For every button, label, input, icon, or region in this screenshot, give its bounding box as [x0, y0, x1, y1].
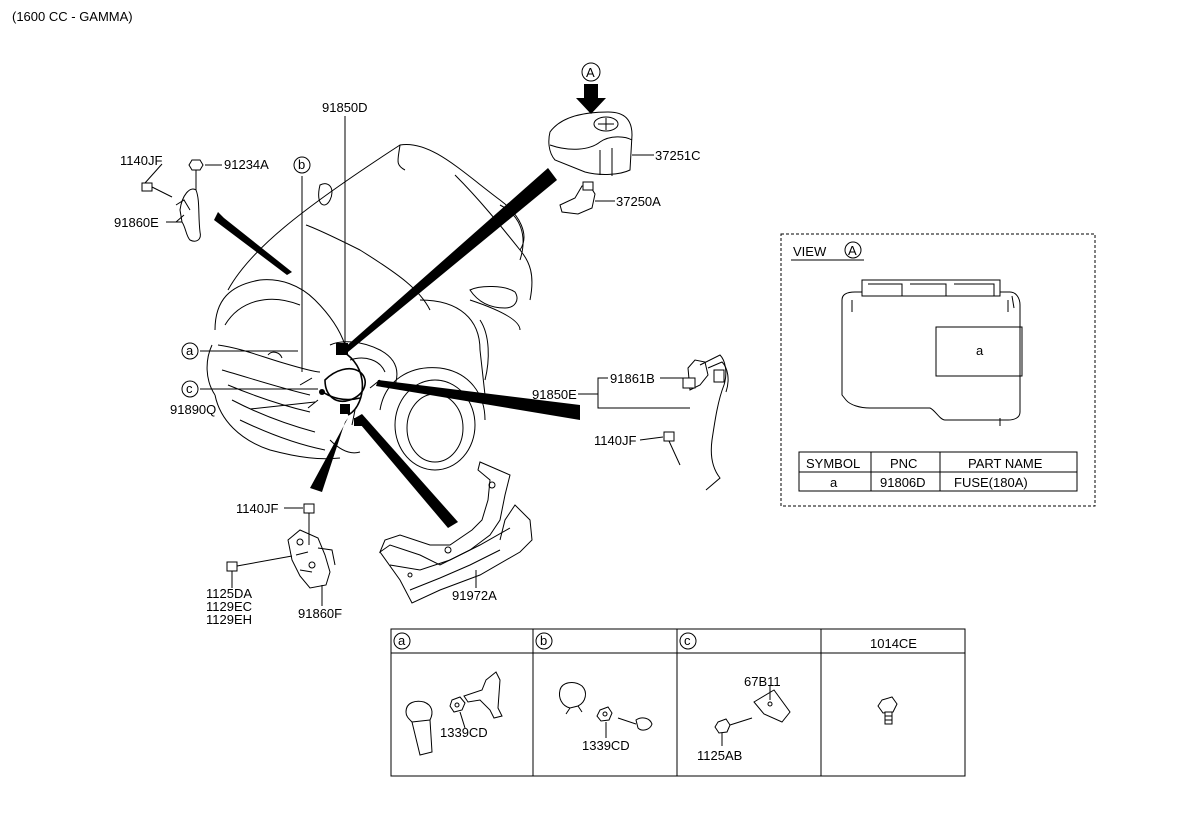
callout-b: b — [293, 156, 311, 174]
table-header-symbol: SYMBOL — [806, 456, 860, 471]
view-title: VIEW — [793, 244, 827, 259]
leader-1140JF-right — [639, 436, 664, 441]
leader-wedges — [214, 168, 580, 528]
table-cell-pnc: 91806D — [880, 475, 926, 490]
label-1140JF-bottom: 1140JF — [236, 501, 278, 516]
detail-b-clip-icon — [559, 682, 586, 715]
leader-1140JF-top — [144, 163, 163, 184]
detail-c-part2: 1125AB — [697, 748, 742, 763]
fuse-a-symbol: a — [976, 343, 984, 358]
detail-header-1014CE: 1014CE — [870, 636, 917, 651]
svg-text:c: c — [186, 381, 193, 396]
callout-a: a — [181, 342, 199, 360]
detail-a-bracket-icon — [449, 671, 503, 719]
view-a-panel: VIEW A a SYMBOL PNC PART NAME a 91806D F… — [780, 233, 1096, 507]
label-91860F: 91860F — [298, 606, 342, 621]
svg-text:b: b — [298, 157, 305, 172]
callout-A: A — [581, 62, 601, 82]
label-1140JF-right: 1140JF — [594, 433, 636, 448]
bolt-1140JF-top-icon — [141, 182, 173, 198]
label-91234A: 91234A — [224, 157, 269, 172]
bolt-1140JF-bottom-icon — [303, 503, 315, 545]
label-91850D: 91850D — [322, 100, 368, 115]
fuse-box-cover-37251C — [548, 111, 633, 176]
label-37250A: 37250A — [616, 194, 661, 209]
bracket-91860F — [287, 529, 336, 589]
view-marker: A — [848, 243, 857, 258]
detail-a-grommet-icon — [405, 700, 433, 756]
detail-header-b: b — [540, 633, 547, 648]
bracket-91850E — [578, 377, 690, 409]
label-91860E: 91860E — [114, 215, 159, 230]
table-cell-part-name: FUSE(180A) — [954, 475, 1028, 490]
svg-text:a: a — [186, 343, 194, 358]
label-1140JF-top: 1140JF — [120, 153, 162, 168]
detail-header-c: c — [684, 633, 691, 648]
leader-detail-a — [459, 711, 466, 729]
bolt-1140JF-right-icon — [663, 431, 681, 466]
table-header-pnc: PNC — [890, 456, 917, 471]
label-1129EH: 1129EH — [206, 612, 252, 627]
detail-table: a b c 1014CE 1339CD 1 — [390, 628, 966, 777]
bracket-91860E — [175, 170, 201, 242]
front-member-91972A — [378, 461, 533, 604]
detail-c-part1: 67B11 — [744, 674, 781, 689]
svg-text:A: A — [586, 65, 595, 80]
label-37251C: 37251C — [655, 148, 701, 163]
view-arrow-icon — [576, 84, 606, 114]
detail-b-stud-icon — [617, 717, 653, 731]
label-91972A: 91972A — [452, 588, 497, 603]
fuse-a-slot — [935, 326, 1023, 377]
leader-91890Q — [249, 401, 316, 410]
bolt-1125DA-icon — [226, 555, 293, 572]
detail-b-part: 1339CD — [582, 738, 630, 753]
fuse-block-top-view — [841, 279, 1021, 426]
view-marker-circle — [844, 241, 862, 259]
detail-a-part: 1339CD — [440, 725, 488, 740]
bolt-91234A-icon — [188, 159, 204, 171]
car-front-illustration — [206, 143, 533, 471]
callout-c: c — [181, 380, 199, 398]
engine-label: (1600 CC - GAMMA) — [12, 9, 133, 24]
detail-c-bracket-icon — [753, 689, 791, 723]
view-parts-table: SYMBOL PNC PART NAME a 91806D FUSE(180A) — [798, 451, 1078, 492]
table-cell-symbol: a — [830, 475, 838, 490]
label-91861B: 91861B — [610, 371, 655, 386]
battery-cable-91850E — [682, 354, 729, 491]
table-header-part-name: PART NAME — [968, 456, 1043, 471]
label-91890Q: 91890Q — [170, 402, 216, 417]
wiring-harness-cluster — [299, 343, 381, 426]
detail-1014CE-bolt-icon — [877, 696, 898, 725]
detail-b-nut-icon — [596, 706, 613, 722]
label-91850E: 91850E — [532, 387, 577, 402]
label-1129EC: 1129EC — [206, 599, 252, 614]
fuse-box-lower-37250A — [559, 181, 596, 215]
label-1125DA: 1125DA — [206, 586, 252, 601]
detail-header-a: a — [398, 633, 406, 648]
detail-c-bolt-icon — [714, 717, 753, 734]
